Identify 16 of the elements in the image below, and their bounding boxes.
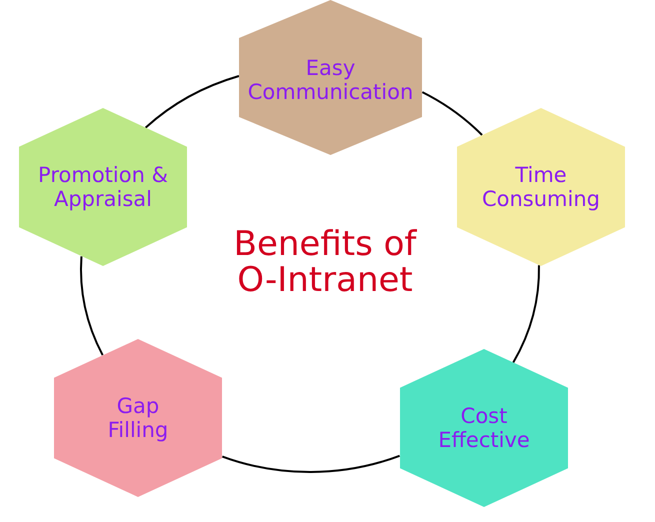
diagram-title: Benefits of O-Intranet bbox=[232, 226, 418, 298]
ring-arc bbox=[145, 75, 240, 128]
benefit-label: Promotion & Appraisal bbox=[37, 163, 169, 211]
benefit-label: Cost Effective bbox=[437, 404, 531, 452]
benefit-label: Time Consuming bbox=[480, 163, 601, 211]
ring-arc bbox=[80, 256, 104, 356]
ring-arc bbox=[422, 91, 483, 136]
hexagon bbox=[239, 0, 422, 155]
hexagon bbox=[54, 339, 222, 497]
ring-arc bbox=[512, 265, 540, 363]
benefit-label: Easy Communication bbox=[246, 56, 414, 104]
ring-arc bbox=[222, 454, 400, 473]
hexagon bbox=[400, 349, 568, 507]
hexagon bbox=[457, 108, 625, 266]
benefit-label: Gap Filling bbox=[106, 394, 170, 442]
hexagon bbox=[19, 108, 187, 266]
